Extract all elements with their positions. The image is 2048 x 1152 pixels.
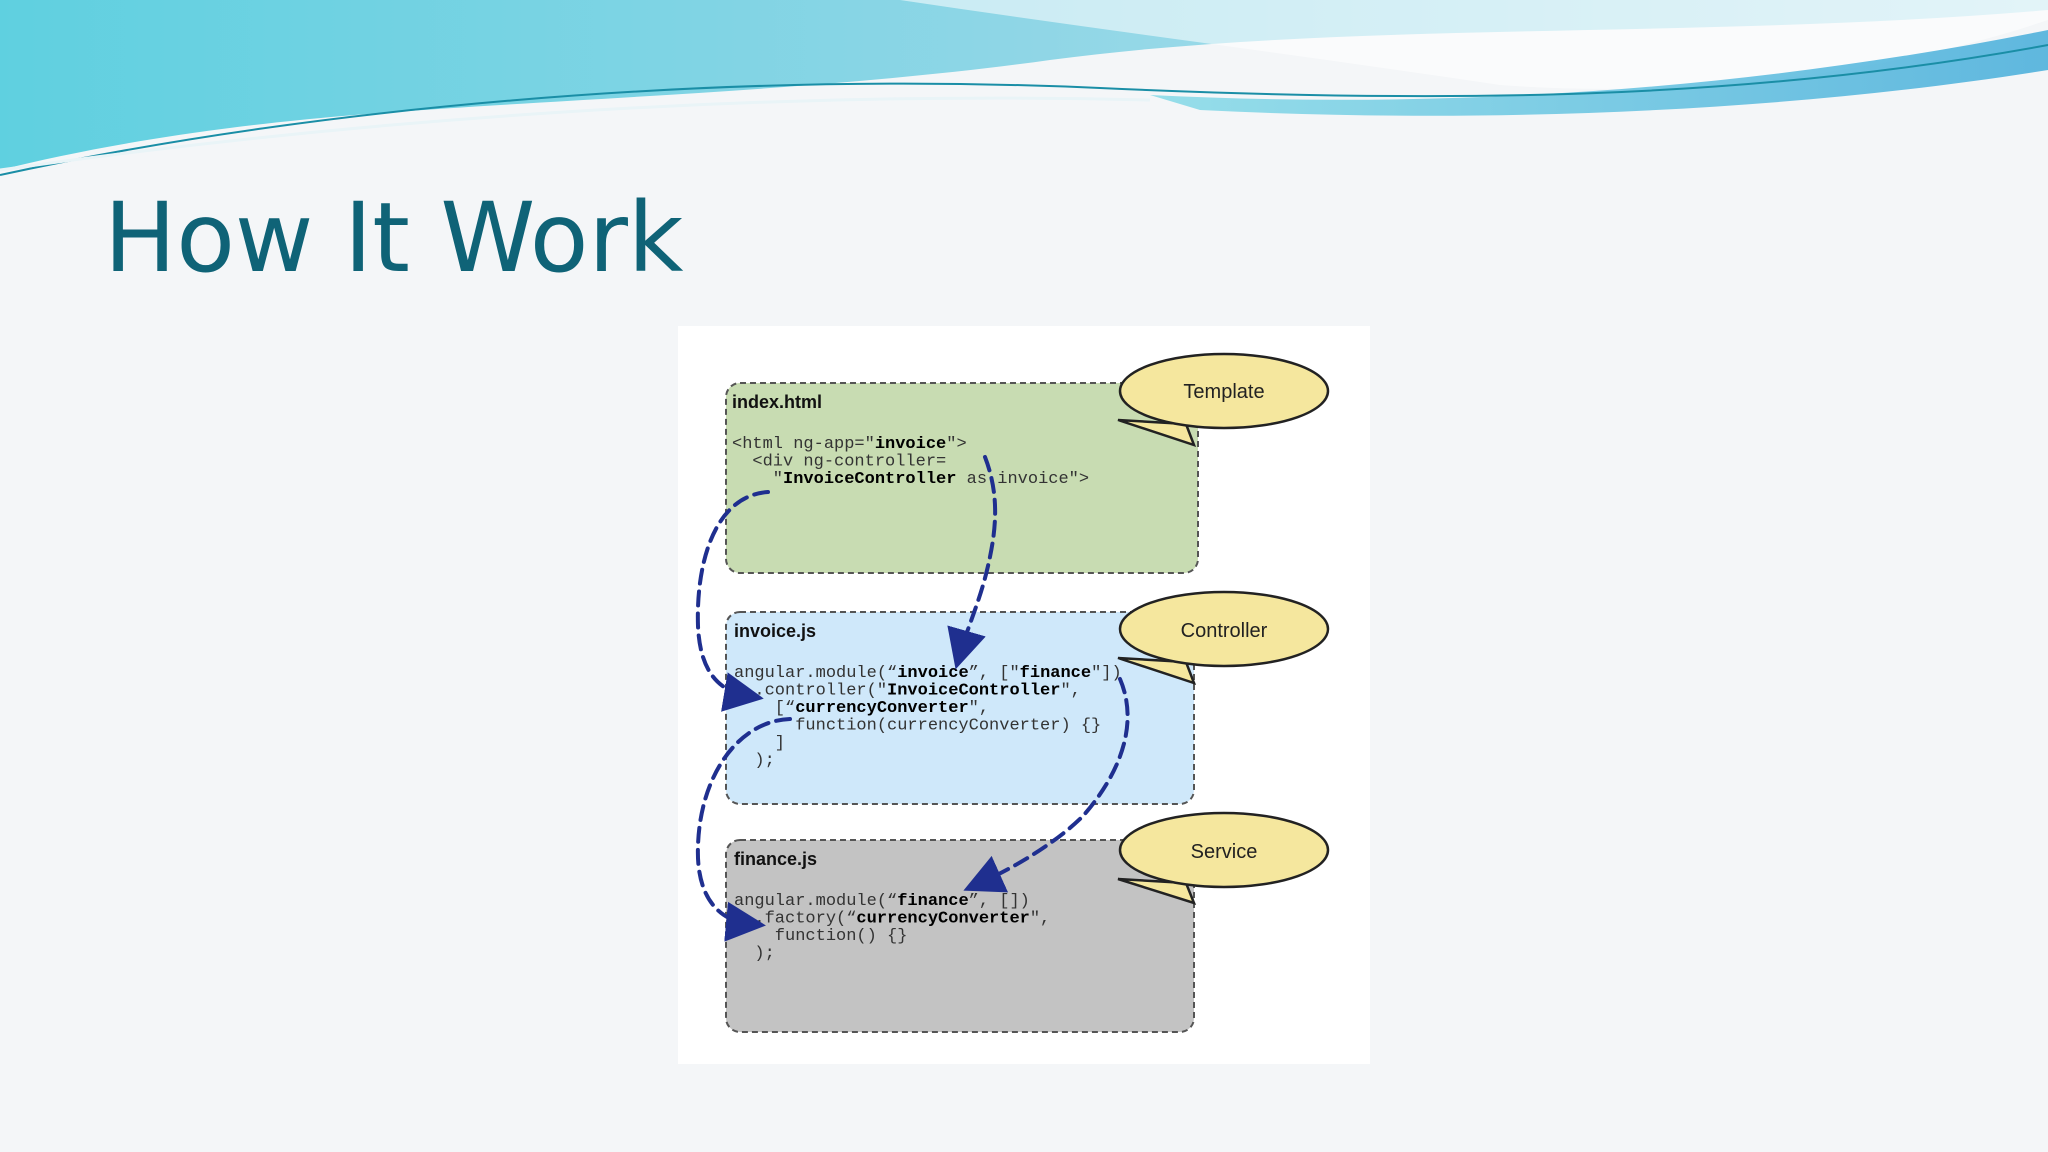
- template-bubble: Template: [1117, 352, 1330, 448]
- arrow-finance-dependency: [963, 677, 1130, 893]
- arrow-currency-converter-injection: [695, 717, 792, 942]
- code-token: finance: [1020, 664, 1091, 683]
- template-bubble-label: Template: [1183, 381, 1264, 403]
- controller-file-label: invoice.js: [734, 621, 816, 641]
- code-token: InvoiceController: [783, 470, 956, 489]
- code-token: ",: [1030, 910, 1050, 929]
- code-token: ">: [946, 435, 966, 454]
- service-file-label: finance.js: [734, 849, 817, 869]
- angular-architecture-diagram: index.html <html ng-app="invoice"> <div …: [678, 326, 1370, 1064]
- code-token: finance: [897, 892, 968, 911]
- code-token: as invoice">: [956, 470, 1089, 489]
- code-token: angular.module(“: [734, 892, 897, 911]
- code-token: ”, []): [969, 892, 1030, 911]
- code-token: );: [734, 945, 775, 964]
- code-token: [“: [734, 699, 795, 718]
- template-file-label: index.html: [732, 392, 822, 412]
- controller-bubble: Controller: [1117, 590, 1330, 686]
- code-token: <html ng-app=": [732, 435, 875, 454]
- code-token: ": [732, 470, 783, 489]
- slide-title: How It Work: [104, 182, 684, 294]
- code-token: ”, [": [969, 664, 1020, 683]
- code-token: angular.module(“: [734, 664, 897, 683]
- code-token: .factory(“: [734, 910, 856, 929]
- code-token: ",: [1060, 682, 1080, 701]
- code-token: function(currencyConverter) {}: [734, 717, 1101, 736]
- arrow-app-to-module: [947, 455, 998, 670]
- service-bubble: Service: [1117, 811, 1330, 905]
- service-bubble-label: Service: [1191, 841, 1258, 863]
- controller-bubble-label: Controller: [1181, 620, 1268, 642]
- arrow-controller-name-to-controller: [695, 490, 770, 712]
- template-box: [725, 382, 1199, 574]
- template-code: <html ng-app="invoice"> <div ng-controll…: [732, 435, 1089, 489]
- code-token: currencyConverter: [856, 910, 1029, 929]
- code-token: invoice: [897, 664, 968, 683]
- code-token: .controller(": [734, 682, 887, 701]
- code-token: ]: [734, 734, 785, 753]
- diagram-canvas: index.html <html ng-app="invoice"> <div …: [695, 352, 1330, 1033]
- code-token: currencyConverter: [795, 699, 968, 718]
- code-token: "]): [1091, 664, 1122, 683]
- code-token: <div ng-controller=: [732, 453, 946, 472]
- code-token: function() {}: [734, 927, 907, 946]
- code-token: InvoiceController: [887, 682, 1060, 701]
- code-token: );: [734, 752, 775, 771]
- code-token: invoice: [875, 435, 946, 454]
- code-token: ",: [969, 699, 989, 718]
